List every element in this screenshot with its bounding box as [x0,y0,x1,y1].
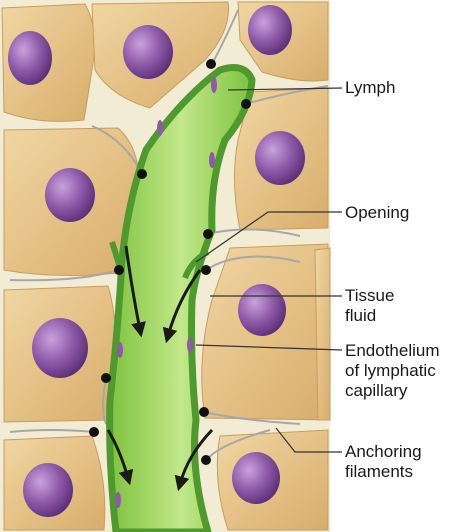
cell-nucleus [238,284,286,336]
attachment-point [201,455,211,465]
cell-nucleus [123,25,173,79]
endothelial-nucleus [209,152,215,168]
attachment-point [203,229,213,239]
cell-nucleus [45,168,95,222]
attachment-point [199,407,209,417]
cell-nucleus [8,31,52,85]
attachment-point [206,59,216,69]
cell-nucleus [248,5,292,55]
cell-nucleus [232,452,280,504]
endothelial-nucleus [157,120,163,136]
endothelial-nucleus [115,492,121,508]
label-tissue-fluid: Tissue fluid [345,286,394,326]
cell-nucleus [23,463,73,517]
attachment-point [114,265,124,275]
attachment-point [137,169,147,179]
attachment-point [241,99,251,109]
label-endothelium: Endothelium of lymphatic capillary [345,341,440,401]
attachment-point [201,265,211,275]
endothelial-nucleus [117,342,123,358]
tissue-cell [315,248,330,420]
label-lymph: Lymph [345,78,395,98]
label-opening: Opening [345,203,409,223]
label-anchoring-filaments: Anchoring filaments [345,442,422,482]
endothelial-nucleus [187,337,193,353]
attachment-point [101,373,111,383]
endothelial-nucleus [211,77,217,93]
cell-nucleus [32,318,88,378]
attachment-point [89,427,99,437]
cell-nucleus [255,131,305,185]
